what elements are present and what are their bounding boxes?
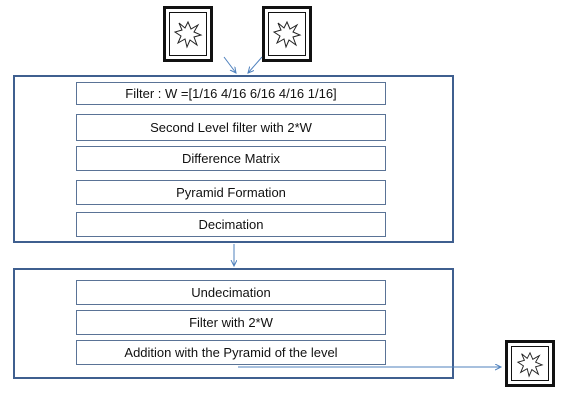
burst-image-icon xyxy=(272,20,302,49)
input-image-2-frame xyxy=(268,12,306,56)
second-level-filter-step: Second Level filter with 2*W xyxy=(76,114,386,141)
filter-w-step: Filter : W =[1/16 4/16 6/16 4/16 1/16] xyxy=(76,82,386,105)
input-2-arrow xyxy=(248,56,263,73)
output-image-frame xyxy=(511,346,549,381)
pyramid-formation-step: Pyramid Formation xyxy=(76,180,386,205)
burst-image-icon xyxy=(173,20,203,49)
difference-matrix-step: Difference Matrix xyxy=(76,146,386,171)
undecimation-step: Undecimation xyxy=(76,280,386,305)
addition-pyramid-step: Addition with the Pyramid of the level xyxy=(76,340,386,365)
input-image-1-frame xyxy=(169,12,207,56)
filter-2w-step: Filter with 2*W xyxy=(76,310,386,335)
burst-image-icon xyxy=(516,351,544,378)
input-image-2 xyxy=(262,6,312,62)
output-image xyxy=(505,340,555,387)
input-image-1 xyxy=(163,6,213,62)
input-1-arrow xyxy=(223,56,236,73)
decimation-step: Decimation xyxy=(76,212,386,237)
